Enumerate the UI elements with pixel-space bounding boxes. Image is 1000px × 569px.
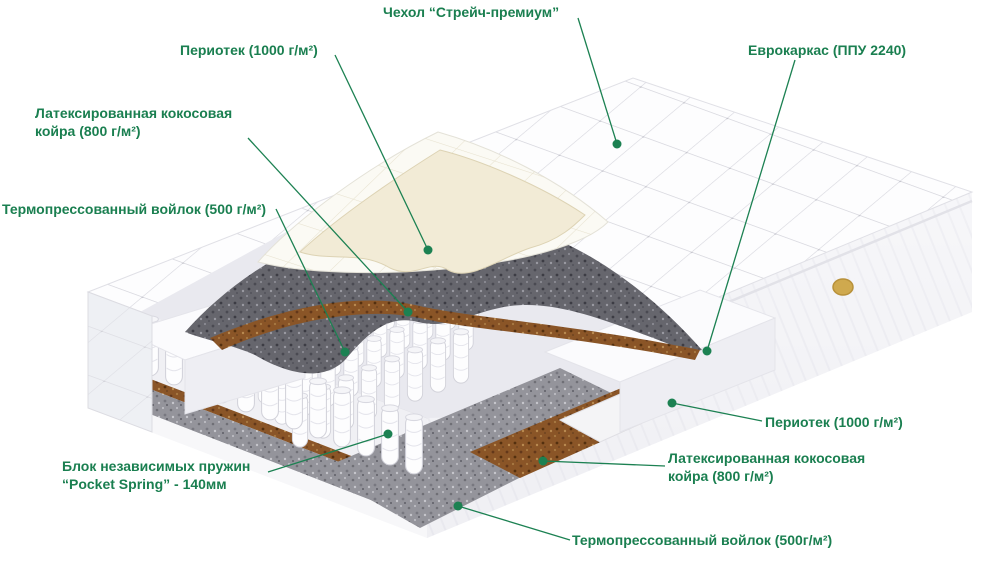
label-eurocarcass: Еврокаркас (ППУ 2240) [748,42,907,58]
coir-layer-drape [210,300,700,360]
cover-end-wrap [87,291,153,433]
marker-dot [453,501,463,511]
bottom-cover-edge [88,390,427,538]
label-periotek-right: Периотек (1000 г/м²) [765,414,903,430]
label-cover: Чехол “Стрейч-премиум” [383,4,560,20]
marker-dot [403,307,413,317]
marker-dot [538,456,548,466]
marker-dot [702,346,712,356]
brand-logo-icon [832,278,854,296]
periotek-fold [299,149,586,274]
leader-lines [247,17,796,541]
marker-dot [667,398,677,408]
marker-dot [612,139,622,149]
label-coir-left: Латексированная кокосовая койра (800 г/м… [35,105,233,139]
label-felt-right: Термопрессованный войлок (500г/м²) [572,532,833,548]
marker-dot [423,245,433,255]
marker-dots [340,139,712,511]
label-periotek-top: Периотек (1000 г/м²) [180,42,318,58]
marker-dot [383,429,393,439]
label-felt-left: Термопрессованный войлок (500 г/м²) [2,201,267,217]
label-springs: Блок независимых пружин “Pocket Spring” … [62,458,251,492]
marker-dot [340,347,350,357]
label-coir-right: Латексированная кокосовая койра (800 г/м… [668,450,866,484]
